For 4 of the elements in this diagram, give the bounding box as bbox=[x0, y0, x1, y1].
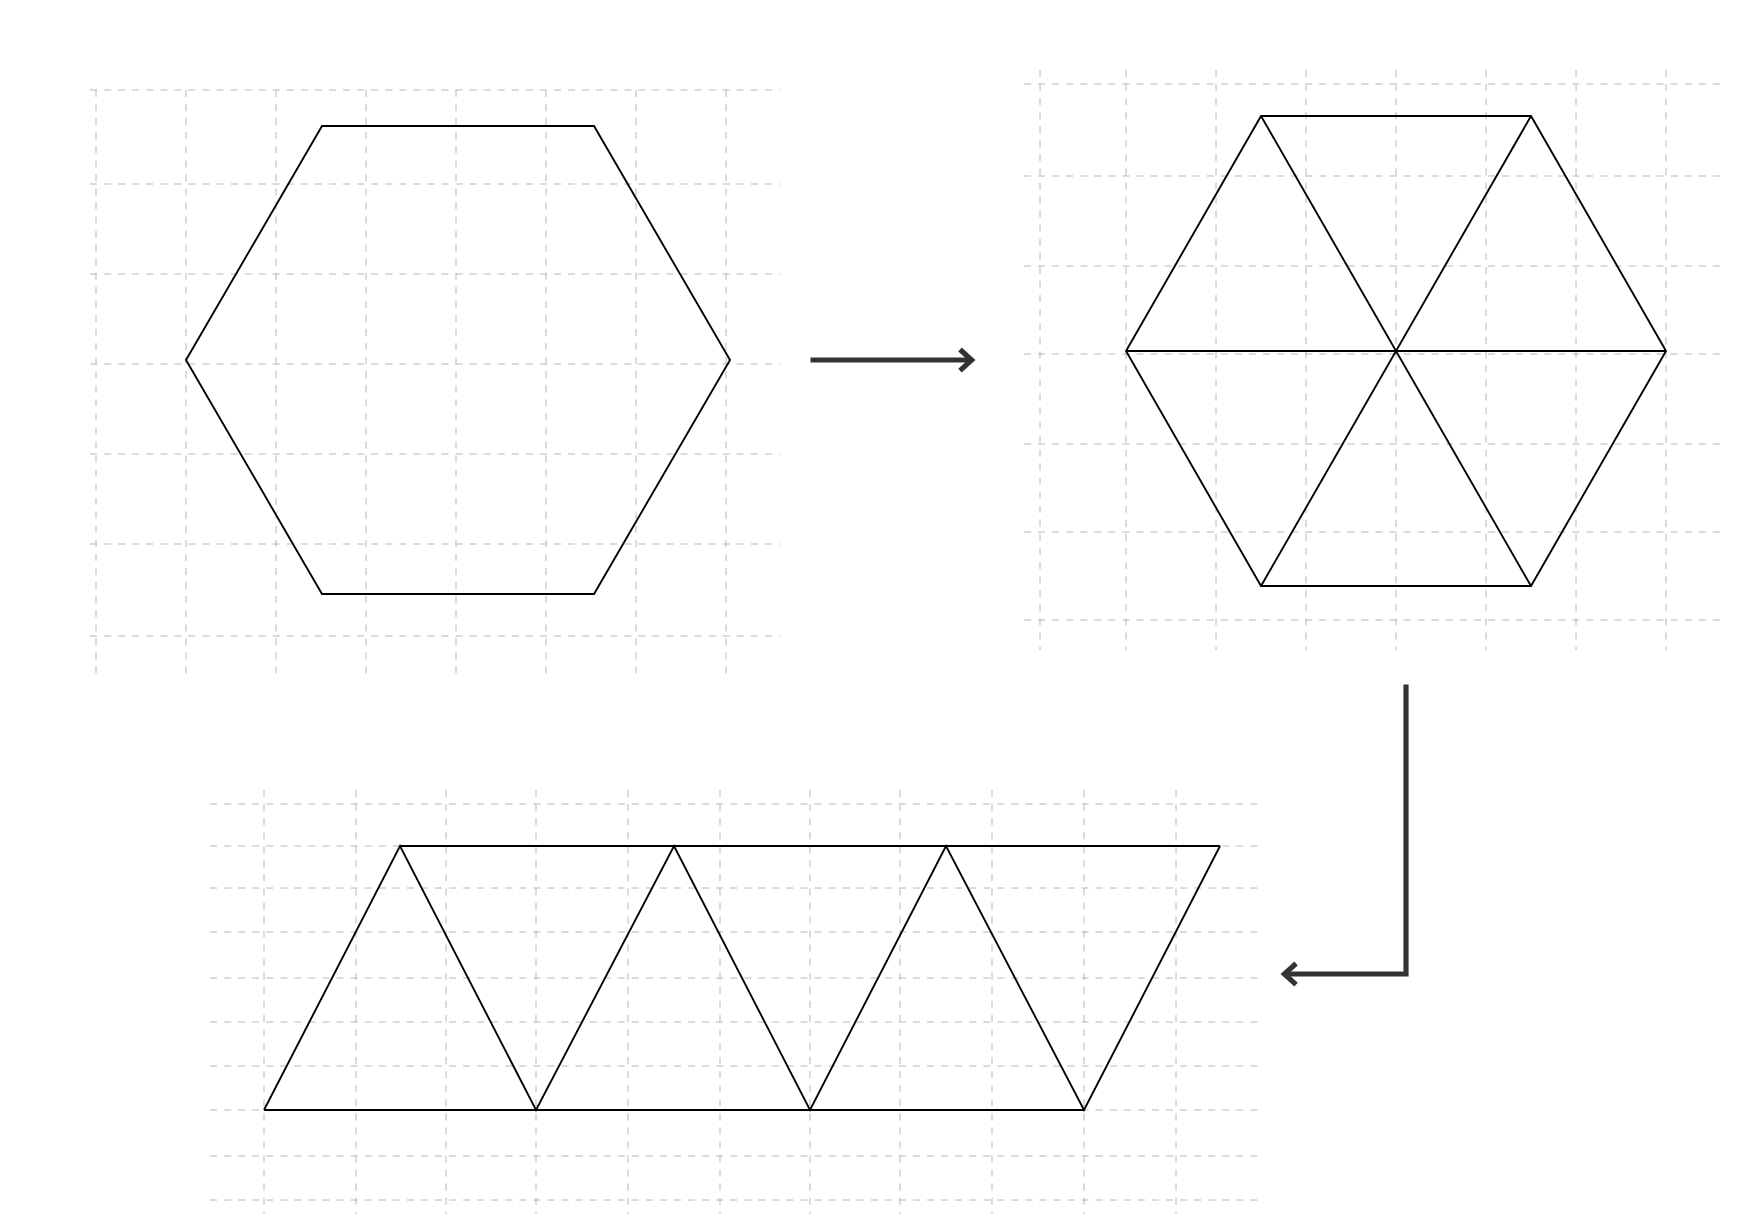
arrow bbox=[1280, 684, 1409, 987]
hexagon-drawing bbox=[1023, 69, 1721, 651]
triangle-strip-drawing bbox=[209, 789, 1261, 1215]
arrow bbox=[810, 347, 976, 373]
